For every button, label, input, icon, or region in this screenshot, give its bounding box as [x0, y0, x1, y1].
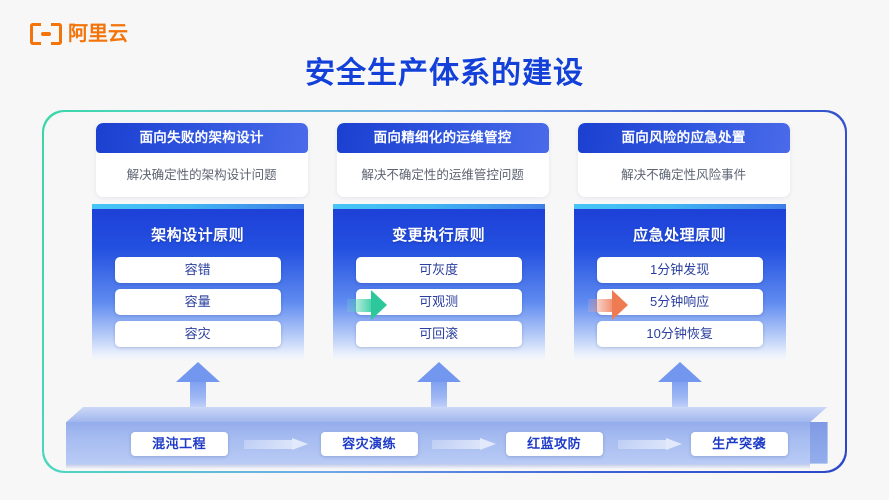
principle-panel-title: 应急处理原则	[633, 226, 727, 244]
principle-panel-row: 架构设计原则 容错 容量 容灾 变更执行原则 可灰度 可观测 可回滚 应急处理原…	[44, 203, 846, 364]
pillar-card-heading: 面向精细化的运维管控	[336, 122, 549, 153]
panel-accent-bar	[91, 203, 304, 209]
principle-panel: 架构设计原则 容错 容量 容灾	[91, 203, 304, 362]
principle-item: 10分钟恢复	[596, 320, 763, 347]
diagram-frame-inner: 面向失败的架构设计 解决确定性的架构设计问题 面向精细化的运维管控 解决不确定性…	[43, 111, 846, 472]
arrow-right-icon	[346, 289, 387, 320]
pillar-card-description: 解决确定性的架构设计问题	[126, 167, 277, 182]
foundation-step: 混沌工程	[130, 431, 228, 456]
principle-panel-title: 架构设计原则	[151, 226, 245, 244]
pillar-card-row: 面向失败的架构设计 解决确定性的架构设计问题 面向精细化的运维管控 解决不确定性…	[44, 122, 846, 203]
foundation-step: 生产突袭	[690, 431, 788, 456]
pillar-card: 面向精细化的运维管控 解决不确定性的运维管控问题	[336, 122, 549, 197]
principle-item: 容量	[114, 288, 281, 315]
pillar-card-heading: 面向失败的架构设计	[95, 122, 308, 153]
pillar-card: 面向风险的应急处置 解决不确定性风险事件	[577, 122, 790, 197]
panel-accent-bar	[573, 203, 786, 209]
foundation-slab: 混沌工程 容灾演练 红蓝攻防 生产突袭	[65, 407, 828, 469]
panel-accent-bar	[332, 203, 545, 209]
brand-logo: 阿里云	[30, 23, 128, 45]
principle-panel-title: 变更执行原则	[392, 226, 486, 244]
principle-panel: 应急处理原则 1分钟发现 5分钟响应 10分钟恢复	[573, 203, 786, 362]
arrow-right-icon	[431, 437, 498, 451]
foundation-step: 容灾演练	[320, 431, 418, 456]
arrow-right-icon	[587, 289, 628, 320]
principle-item: 可回滚	[355, 320, 522, 347]
principle-item: 1分钟发现	[596, 256, 763, 283]
principle-item: 容错	[114, 256, 281, 283]
principle-item: 可灰度	[355, 256, 522, 283]
principle-panel: 变更执行原则 可灰度 可观测 可回滚	[332, 203, 545, 362]
foundation-step: 红蓝攻防	[505, 431, 603, 456]
diagram-frame: 面向失败的架构设计 解决确定性的架构设计问题 面向精细化的运维管控 解决不确定性…	[42, 110, 847, 473]
slab-top-face	[66, 407, 828, 423]
alibaba-cloud-bracket-icon	[30, 23, 62, 45]
pillar-card-heading: 面向风险的应急处置	[577, 122, 790, 153]
brand-logo-text: 阿里云	[68, 23, 128, 45]
pillar-card: 面向失败的架构设计 解决确定性的架构设计问题	[95, 122, 308, 197]
slab-shadow	[65, 463, 810, 469]
page-title: 安全生产体系的建设	[305, 57, 584, 90]
principle-item: 容灾	[114, 320, 281, 347]
arrow-right-icon	[617, 437, 684, 451]
pillar-card-description: 解决不确定性风险事件	[621, 167, 747, 182]
pillar-card-description: 解决不确定性的运维管控问题	[361, 167, 524, 182]
slab-side-face	[809, 421, 828, 464]
arrow-right-icon	[243, 437, 310, 451]
